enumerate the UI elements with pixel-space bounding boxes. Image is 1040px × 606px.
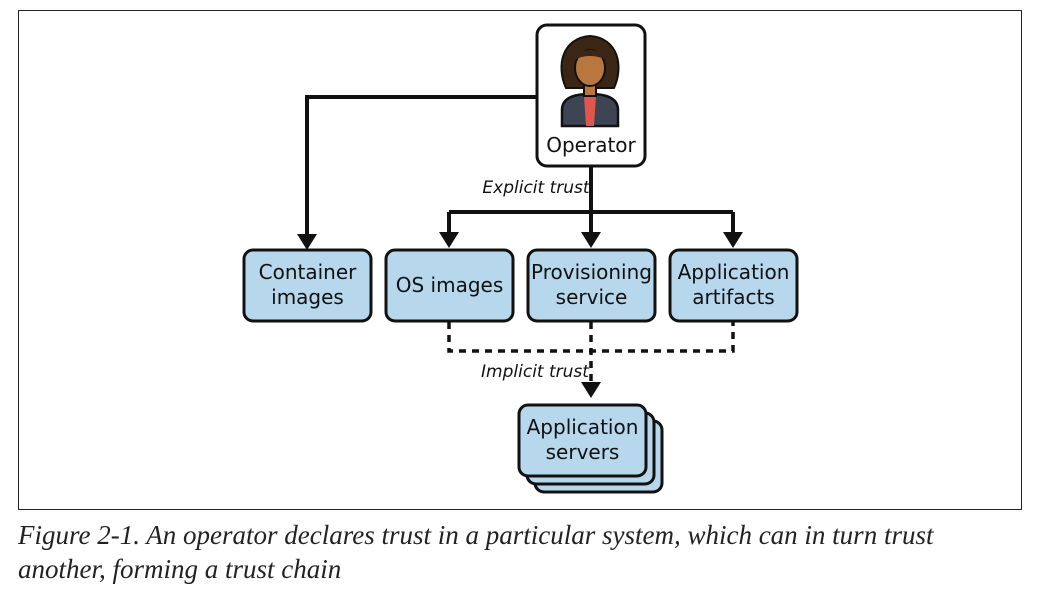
- os-images-label: OS images: [396, 273, 504, 297]
- container-images-label-line1: Container: [259, 260, 358, 284]
- os-images-node: OS images: [384, 248, 515, 323]
- provisioning-service-node: Provisioning service: [526, 248, 657, 323]
- application-servers-label-line1: Application: [527, 415, 639, 439]
- figure-caption: Figure 2-1. An operator declares trust i…: [18, 520, 934, 584]
- arrowhead-artifacts: [723, 232, 743, 248]
- trust-chain-diagram: Operator Explicit trust Container images…: [242, 23, 799, 494]
- implicit-trust-label: Implicit trust: [481, 362, 590, 382]
- explicit-arrowheads: [297, 232, 743, 250]
- edge-operator-to-container-images: [305, 95, 537, 236]
- operator-node: Operator: [535, 23, 647, 168]
- provisioning-service-label-line1: Provisioning: [531, 260, 652, 284]
- application-artifacts-label-line2: artifacts: [692, 285, 774, 309]
- application-servers-label-line2: servers: [546, 440, 620, 464]
- explicit-trust-edges: [305, 95, 735, 236]
- explicit-trust-label: Explicit trust: [482, 178, 590, 198]
- implicit-trust-edges: [447, 322, 735, 384]
- arrowhead-os-images: [439, 232, 459, 248]
- container-images-label-line2: images: [271, 285, 344, 309]
- application-artifacts-node: Application artifacts: [668, 248, 799, 323]
- container-images-node: Container images: [242, 248, 373, 323]
- arrowhead-application-servers: [581, 382, 601, 398]
- application-servers-node: Application servers: [517, 403, 664, 494]
- provisioning-service-label-line2: service: [556, 285, 628, 309]
- operator-avatar-icon: [560, 34, 620, 128]
- operator-label: Operator: [546, 133, 636, 157]
- arrowhead-container-images: [297, 234, 317, 250]
- application-artifacts-label-line1: Application: [678, 260, 790, 284]
- arrowhead-provisioning: [581, 232, 601, 248]
